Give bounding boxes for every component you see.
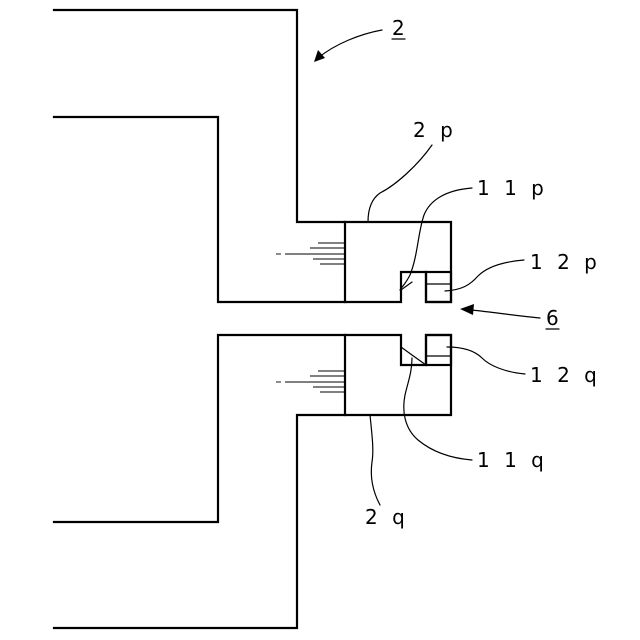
label-11q: 1 1 q (477, 448, 548, 472)
leader-12p (445, 260, 524, 291)
label-6: 6 (546, 306, 563, 330)
element-11q-notch (401, 347, 426, 365)
leader-11q (404, 358, 472, 460)
label-2p: 2 p (413, 118, 457, 142)
leader-2p (368, 145, 432, 222)
upper-hatch-lines (276, 243, 345, 264)
lower-member-inner-outline (54, 335, 345, 522)
leader-11p (400, 188, 472, 290)
label-2: 2 (392, 16, 409, 40)
leader-6-arrowhead (460, 304, 474, 315)
label-12q: 1 2 q (530, 363, 601, 387)
lower-hatch-lines (276, 371, 345, 392)
element-12p (426, 272, 451, 302)
leader-2q (370, 415, 380, 505)
leader-2-arrowhead (314, 50, 325, 62)
leader-12q (447, 347, 525, 374)
upper-block-2p (345, 222, 451, 302)
upper-member-inner-outline (54, 117, 345, 302)
label-11p: 1 1 p (477, 176, 548, 200)
label-12p: 1 2 p (530, 250, 601, 274)
leader-2 (318, 30, 382, 58)
element-12q (426, 335, 451, 365)
label-2q: 2 q (365, 505, 409, 529)
lower-block-2q (345, 335, 451, 415)
leader-6 (472, 310, 540, 318)
